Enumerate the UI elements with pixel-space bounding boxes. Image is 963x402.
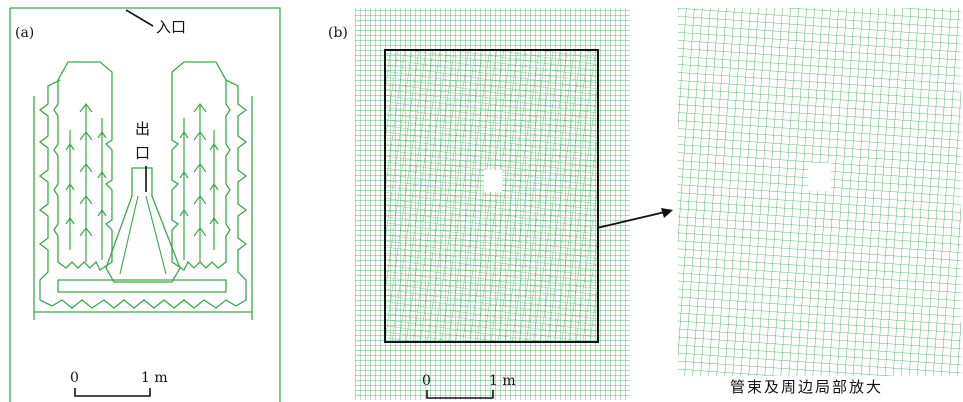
panel-a-drawing <box>9 7 281 402</box>
outlet-hole <box>484 170 502 192</box>
zoom-outlet-hole <box>808 163 831 191</box>
bottom-collector <box>57 279 227 293</box>
scale-bar-a <box>74 388 151 397</box>
scale-start-a: 0 <box>70 370 79 386</box>
enclosure-outline <box>9 7 281 402</box>
mesh-full-view <box>355 8 630 400</box>
right-tube-stems <box>179 103 219 262</box>
panel-b: (b) 0 1 m 管束及周边局部放大 <box>300 0 963 402</box>
scale-bar-b <box>426 390 494 399</box>
inlet-pointer <box>125 9 154 27</box>
scale-end-a: 1 m <box>141 370 168 386</box>
inner-u-frame <box>33 96 253 320</box>
scale-end-b: 1 m <box>489 373 516 389</box>
scale-start-b: 0 <box>422 373 431 389</box>
left-tube-stems <box>65 103 107 262</box>
outlet-label-bottom: 口 <box>135 144 151 162</box>
panel-b-label: (b) <box>328 25 348 41</box>
zoom-arrow <box>596 208 673 229</box>
outer-baffle <box>38 79 248 309</box>
outlet-funnel-inner <box>119 195 167 275</box>
zoom-region-frame <box>384 49 599 343</box>
mesh-zoom-view <box>678 8 961 376</box>
left-bundle-outline <box>53 61 113 271</box>
outlet-label-top: 出 <box>135 120 151 138</box>
inlet-label: 入口 <box>156 18 187 36</box>
right-bundle-outline <box>171 61 231 271</box>
panel-a-label: (a) <box>15 25 35 41</box>
mesh-core <box>385 50 598 342</box>
panel-a: (a) 入口 出 口 0 1 m <box>0 0 300 402</box>
outlet-funnel <box>105 167 181 283</box>
zoom-caption: 管束及周边局部放大 <box>730 378 884 396</box>
